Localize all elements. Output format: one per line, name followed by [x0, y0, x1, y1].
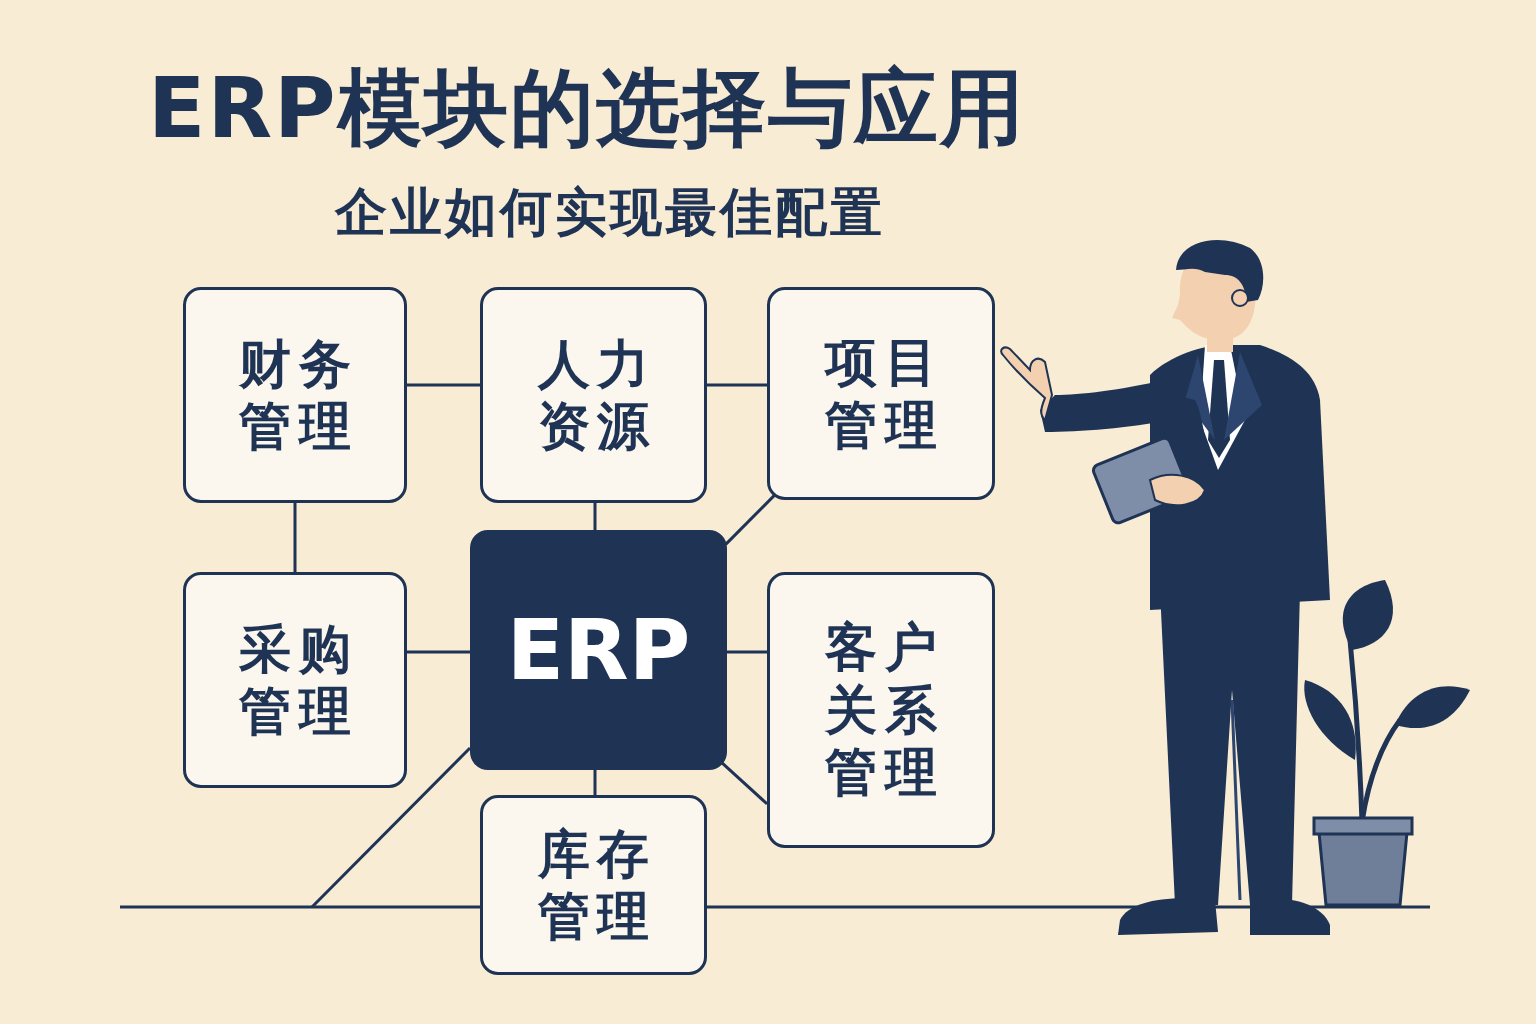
module-box: 采购管理: [183, 572, 407, 788]
center-box: ERP: [470, 530, 727, 770]
module-box: 库存管理: [480, 795, 707, 975]
title: ERP模块的选择与应用: [148, 52, 1026, 166]
presenter-figure: [1001, 240, 1330, 935]
module-label: 人力资源: [525, 333, 663, 458]
module-label: 客户关系管理: [812, 616, 950, 803]
module-box: 项目管理: [767, 287, 995, 500]
module-box: 财务管理: [183, 287, 407, 503]
connector-line: [407, 385, 480, 386]
connector-line: [407, 652, 470, 653]
potted-plant: [1304, 580, 1470, 905]
connector-line: [595, 770, 596, 795]
module-label: 财务管理: [226, 333, 364, 458]
module-label: ERP: [507, 600, 691, 701]
module-label: 项目管理: [812, 331, 950, 456]
module-box: 客户关系管理: [767, 572, 995, 848]
connector-line: [719, 760, 767, 803]
connector-line: [726, 494, 776, 545]
subtitle: 企业如何实现最佳配置: [335, 178, 885, 248]
connector-line: [727, 652, 767, 653]
module-label: 库存管理: [525, 823, 663, 948]
connector-line: [595, 503, 596, 530]
floor-line: [120, 906, 1430, 909]
connector-line: [707, 385, 767, 386]
module-label: 采购管理: [226, 618, 364, 743]
module-box: 人力资源: [480, 287, 707, 503]
connector-line: [295, 503, 296, 572]
